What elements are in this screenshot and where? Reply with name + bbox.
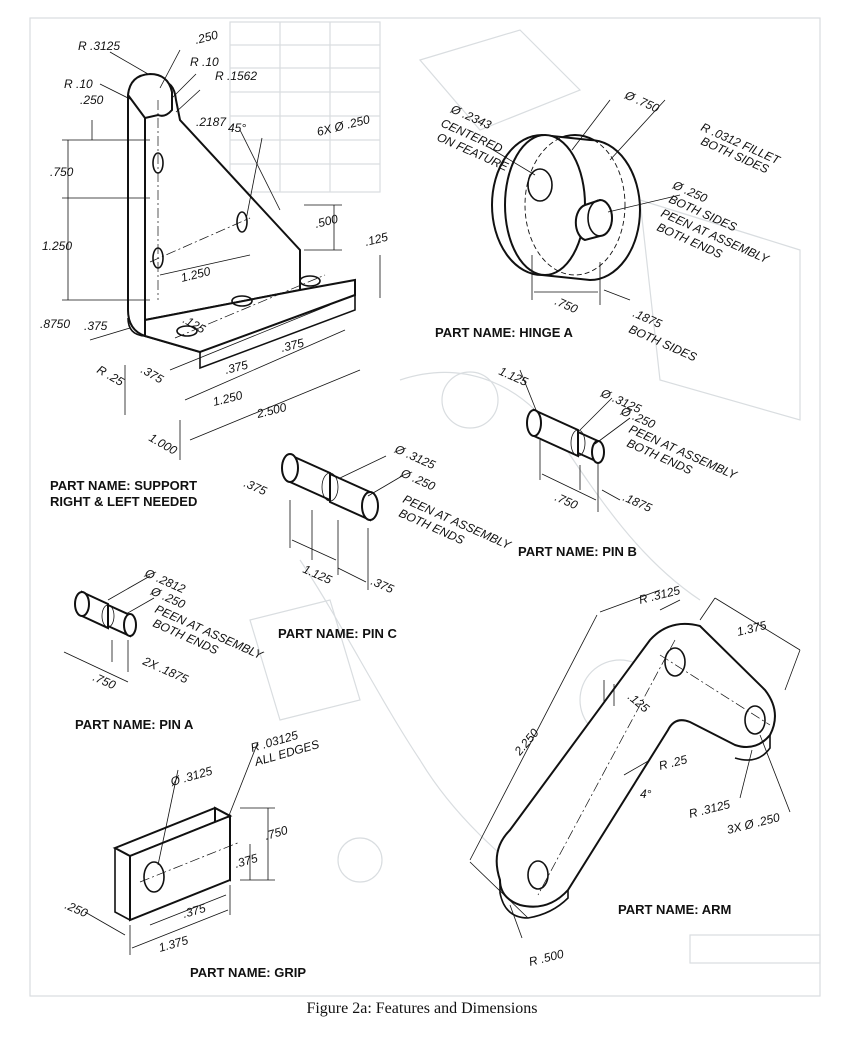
- support-dim-r10-a: R .10: [64, 77, 93, 91]
- arm-hole-1: [664, 647, 686, 677]
- support-dim-r3125: R .3125: [78, 39, 120, 53]
- grip-front-face: [129, 814, 231, 922]
- grip-hole: [143, 861, 165, 893]
- support-hole-5: [231, 295, 253, 307]
- support-top-lobe: [126, 72, 173, 120]
- arm-hole-2: [744, 705, 766, 735]
- support-part: [62, 49, 381, 460]
- pin-c-len-375-b: .375: [369, 574, 396, 596]
- arm-holes: 3X Ø .250: [725, 810, 781, 837]
- support-dim-2187: .2187: [196, 115, 227, 129]
- support-dim-1000: 1.000: [147, 430, 180, 457]
- pin-c-len-1125: 1.125: [301, 562, 334, 587]
- pin-c-part: [281, 453, 403, 590]
- support-hole-6: [299, 275, 321, 287]
- support-dim-8750: .8750: [40, 317, 70, 331]
- arm-hole-3: [527, 860, 549, 890]
- arm-part: [469, 589, 801, 939]
- support-dim-375-b: .375: [223, 358, 249, 377]
- arm-body: [495, 622, 776, 908]
- grip-part-name: PART NAME: GRIP: [190, 965, 306, 980]
- hinge-a-len-750: .750: [553, 294, 580, 316]
- hinge-a-bore: [527, 168, 553, 202]
- hinge-a-len-1875-sides: BOTH SIDES: [627, 322, 699, 364]
- support-hole-4: [176, 325, 198, 337]
- support-part-note: RIGHT & LEFT NEEDED: [50, 494, 197, 509]
- support-dim-1250-v: 1.250: [42, 239, 72, 253]
- support-dim-375-a: .375: [139, 362, 167, 386]
- pin-c-len-375-a: .375: [242, 476, 269, 498]
- support-dim-r10-b: R .10: [190, 55, 219, 69]
- grip-h-750: .750: [263, 823, 290, 843]
- pin-a-part-name: PART NAME: PIN A: [75, 717, 194, 732]
- support-hole-3: [236, 211, 248, 233]
- arm-r500: R .500: [527, 947, 565, 969]
- pin-b-labels: 1.125 Ø .3125 Ø .250 PEEN AT ASSEMBLY BO…: [497, 364, 740, 559]
- arm-part-name: PART NAME: ARM: [618, 902, 731, 917]
- pin-b-part: [519, 369, 631, 512]
- arm-r3125-bottom: R .3125: [687, 797, 731, 821]
- pin-b-part-name: PART NAME: PIN B: [518, 544, 637, 559]
- grip-part: [84, 741, 275, 955]
- grip-h-375: .375: [233, 851, 260, 871]
- grip-t-250: .250: [63, 898, 90, 920]
- support-dim-750: .750: [50, 165, 74, 179]
- pin-a-len-1875: 2X .1875: [140, 654, 191, 687]
- pin-b-len-1875: .1875: [621, 490, 654, 515]
- support-dim-45: 45°: [228, 121, 246, 135]
- arm-ang-4: 4°: [640, 787, 652, 801]
- support-labels: R .3125 .250 R .10 R .10 R .1562 .250 .2…: [40, 28, 390, 509]
- support-dim-r25: R .25: [95, 362, 127, 389]
- support-dim-2500: 2.500: [254, 400, 288, 421]
- arm-len-1375: 1.375: [735, 618, 768, 639]
- pin-b-len-1125: 1.125: [497, 364, 530, 389]
- support-dim-125-right: .125: [363, 230, 389, 249]
- pin-b-len-750: .750: [553, 490, 580, 512]
- support-dim-r1562: R .1562: [215, 69, 257, 83]
- support-dim-1250-b: 1.250: [211, 388, 244, 409]
- arm-r25: R .25: [657, 752, 689, 773]
- arm-r3125-top: R .3125: [637, 583, 681, 607]
- pin-c-dia-3125: Ø .3125: [392, 442, 438, 473]
- support-dim-375-c: .375: [279, 336, 305, 355]
- pin-a-labels: Ø .2812 Ø .250 PEEN AT ASSEMBLY BOTH END…: [75, 566, 266, 732]
- grip-w-375: .375: [181, 901, 208, 921]
- figure-caption: Figure 2a: Features and Dimensions: [306, 1000, 538, 1017]
- pin-a-part: [63, 575, 155, 683]
- hinge-a-part-name: PART NAME: HINGE A: [435, 325, 574, 340]
- grip-dia-3125: Ø .3125: [168, 764, 214, 790]
- support-part-name: PART NAME: SUPPORT: [50, 478, 197, 493]
- hinge-a-part: [489, 99, 681, 305]
- support-dim-500: .500: [313, 212, 339, 231]
- support-dim-250-top: .250: [193, 28, 219, 47]
- support-dim-250-left: .250: [80, 93, 104, 107]
- pin-c-part-name: PART NAME: PIN C: [278, 626, 398, 641]
- hinge-a-dia-750: Ø .750: [622, 88, 662, 116]
- hinge-a-front-face: [504, 134, 586, 276]
- support-dim-375-left: .375: [84, 319, 108, 333]
- pin-a-len-750: .750: [91, 670, 118, 692]
